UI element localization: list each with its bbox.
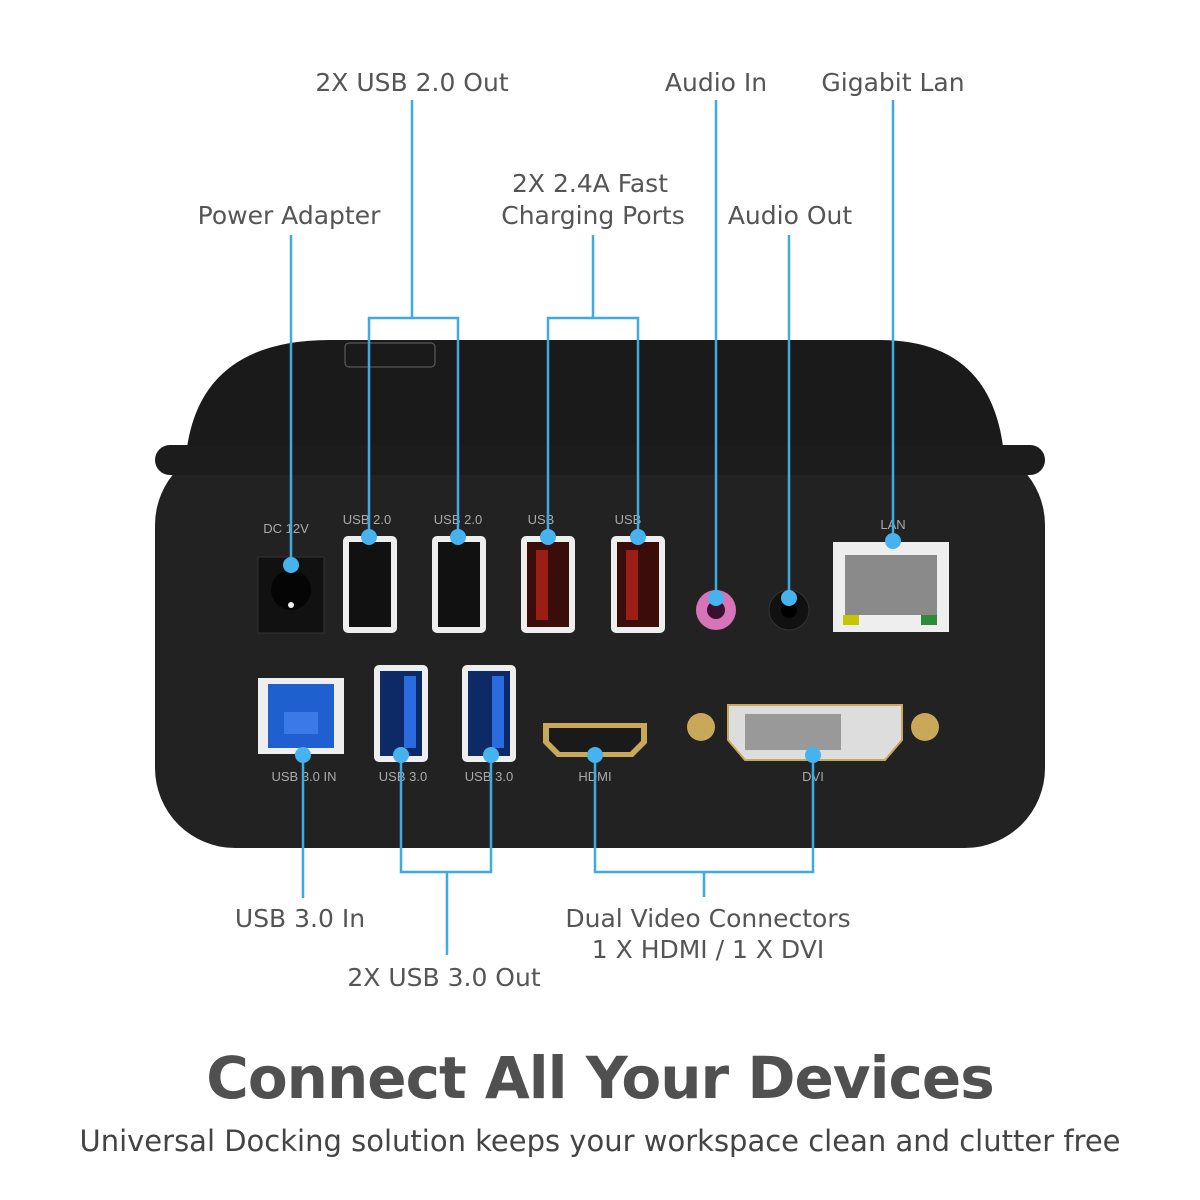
headline: Connect All Your Devices bbox=[206, 1044, 994, 1112]
usb3-b-label: USB 3.0 bbox=[465, 769, 513, 784]
callout-dots bbox=[283, 529, 901, 763]
subheadline: Universal Docking solution keeps your wo… bbox=[79, 1124, 1120, 1158]
usb-charging-port-b: USB bbox=[611, 512, 665, 633]
usb3-port-b: USB 3.0 bbox=[462, 665, 516, 784]
usb-charge-a-label: USB bbox=[528, 512, 555, 527]
callout-video-1: Dual Video Connectors bbox=[565, 904, 850, 933]
callout-gigabit-lan: Gigabit Lan bbox=[821, 68, 964, 97]
usb3-a-label: USB 3.0 bbox=[379, 769, 427, 784]
usb-charge-b-label: USB bbox=[615, 512, 642, 527]
hdmi-port: HDMI bbox=[543, 723, 647, 784]
audio-in-jack bbox=[696, 590, 736, 630]
usb3-port-a: USB 3.0 bbox=[374, 665, 428, 784]
callout-power-adapter: Power Adapter bbox=[198, 201, 381, 230]
audio-out-jack bbox=[768, 589, 810, 631]
callout-lines bbox=[289, 100, 895, 955]
callout-audio-out: Audio Out bbox=[728, 201, 853, 230]
callout-usb3-in: USB 3.0 In bbox=[235, 904, 365, 933]
callout-usb3-out: 2X USB 3.0 Out bbox=[347, 963, 540, 992]
usb2-a-label: USB 2.0 bbox=[343, 512, 391, 527]
callout-fast-charging-1: 2X 2.4A Fast bbox=[512, 169, 668, 198]
callout-video-2: 1 X HDMI / 1 X DVI bbox=[592, 935, 824, 964]
dc-port-label: DC 12V bbox=[263, 521, 309, 536]
usb2-port-b: USB 2.0 bbox=[432, 512, 486, 633]
usb-charging-port-a: USB bbox=[521, 512, 575, 633]
usb2-port-a: USB 2.0 bbox=[343, 512, 397, 633]
usb3-in-port: USB 3.0 IN bbox=[258, 678, 344, 784]
lan-port: LAN bbox=[833, 517, 949, 632]
callout-usb2-out: 2X USB 2.0 Out bbox=[315, 68, 508, 97]
callout-audio-in: Audio In bbox=[665, 68, 767, 97]
callout-fast-charging-2: Charging Ports bbox=[501, 201, 685, 230]
dvi-port: DVI bbox=[687, 704, 939, 784]
displaylink-logo bbox=[344, 342, 436, 368]
